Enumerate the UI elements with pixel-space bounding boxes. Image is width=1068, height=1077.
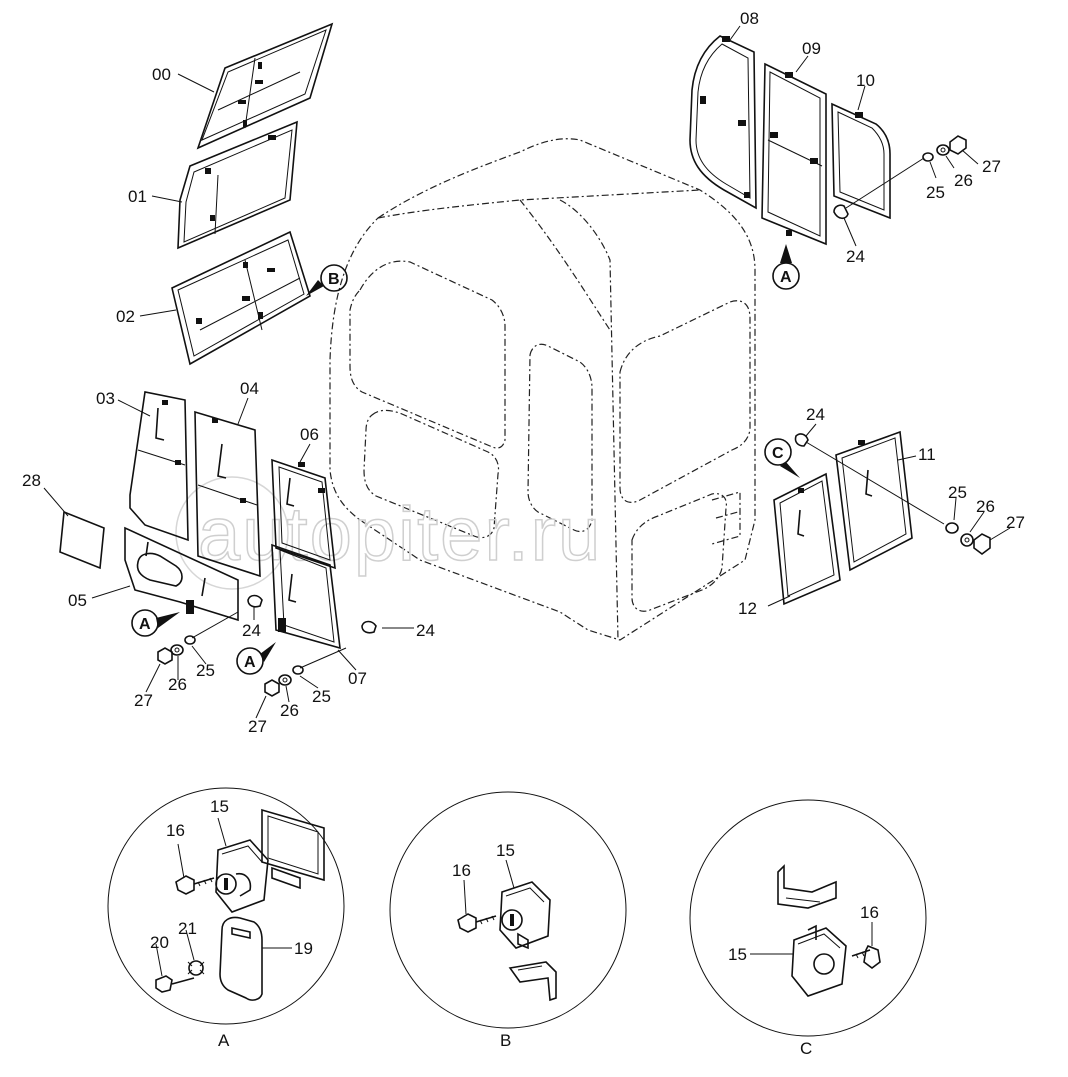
view-reference-markers: B A C A A bbox=[131, 244, 800, 675]
leader-lines bbox=[43, 25, 1011, 719]
ref-a-left2: A bbox=[244, 654, 256, 671]
label-26-top: 26 bbox=[954, 171, 973, 190]
label-27-left1: 27 bbox=[134, 691, 153, 710]
panel-05 bbox=[124, 526, 239, 622]
panel-02 bbox=[171, 230, 311, 366]
label-15-c: 15 bbox=[728, 945, 747, 964]
window-frame-09 bbox=[761, 62, 827, 246]
label-16-a: 16 bbox=[166, 821, 185, 840]
label-06: 06 bbox=[300, 425, 319, 444]
detail-label-c: C bbox=[800, 1039, 812, 1058]
panel-00 bbox=[196, 22, 334, 150]
label-09: 09 bbox=[802, 39, 821, 58]
ref-a-left1: A bbox=[139, 616, 151, 633]
detail-view-c: 15 16 C bbox=[689, 799, 927, 1058]
label-12: 12 bbox=[738, 599, 757, 618]
watermark: autopiter.ru bbox=[175, 476, 602, 590]
label-25-right: 25 bbox=[948, 483, 967, 502]
label-21-a: 21 bbox=[178, 919, 197, 938]
label-20-a: 20 bbox=[150, 933, 169, 952]
label-25-left2: 25 bbox=[312, 687, 331, 706]
detail-view-b: 16 15 B bbox=[389, 791, 627, 1050]
label-11: 11 bbox=[918, 445, 936, 464]
label-00: 00 bbox=[152, 65, 171, 84]
label-26-right: 26 bbox=[976, 497, 995, 516]
label-05: 05 bbox=[68, 591, 87, 610]
label-24-right: 24 bbox=[806, 405, 825, 424]
part-number-labels: 00 01 02 03 04 05 06 07 08 09 10 11 12 2… bbox=[22, 9, 1025, 736]
detail-view-a: 16 15 20 21 19 A bbox=[107, 787, 345, 1050]
label-04: 04 bbox=[240, 379, 259, 398]
ref-c: C bbox=[772, 445, 784, 462]
label-sheet-28 bbox=[59, 510, 105, 570]
window-frame-10 bbox=[831, 102, 891, 220]
label-15-b: 15 bbox=[496, 841, 515, 860]
detail-label-b: B bbox=[500, 1031, 511, 1050]
label-25-top: 25 bbox=[926, 183, 945, 202]
label-15-a: 15 bbox=[210, 797, 229, 816]
label-08: 08 bbox=[740, 9, 759, 28]
label-19-a: 19 bbox=[294, 939, 313, 958]
panel-04 bbox=[194, 410, 261, 578]
panel-12 bbox=[773, 472, 841, 606]
label-27-top: 27 bbox=[982, 157, 1001, 176]
label-28: 28 bbox=[22, 471, 41, 490]
cab-outline bbox=[329, 138, 756, 641]
detail-label-a: A bbox=[218, 1031, 230, 1050]
panel-07 bbox=[271, 543, 341, 650]
label-27-right: 27 bbox=[1006, 513, 1025, 532]
label-24-top: 24 bbox=[846, 247, 865, 266]
ref-a-top: A bbox=[780, 269, 792, 286]
ref-b: B bbox=[328, 271, 340, 288]
label-25-left1: 25 bbox=[196, 661, 215, 680]
fasteners bbox=[157, 135, 991, 697]
label-03: 03 bbox=[96, 389, 115, 408]
label-24-left1: 24 bbox=[242, 621, 261, 640]
label-16-c: 16 bbox=[860, 903, 879, 922]
label-26-left2: 26 bbox=[280, 701, 299, 720]
label-16-b: 16 bbox=[452, 861, 471, 880]
label-02: 02 bbox=[116, 307, 135, 326]
label-01: 01 bbox=[128, 187, 147, 206]
label-10: 10 bbox=[856, 71, 875, 90]
label-24-left2: 24 bbox=[416, 621, 435, 640]
label-27-left2: 27 bbox=[248, 717, 267, 736]
watermark-text: autopiter.ru bbox=[198, 492, 602, 577]
label-26-left1: 26 bbox=[168, 675, 187, 694]
panel-11 bbox=[835, 430, 913, 572]
panel-03 bbox=[129, 391, 189, 542]
panel-06 bbox=[271, 458, 336, 570]
panel-01 bbox=[177, 120, 298, 250]
window-frame-08 bbox=[689, 35, 757, 210]
label-07: 07 bbox=[348, 669, 367, 688]
